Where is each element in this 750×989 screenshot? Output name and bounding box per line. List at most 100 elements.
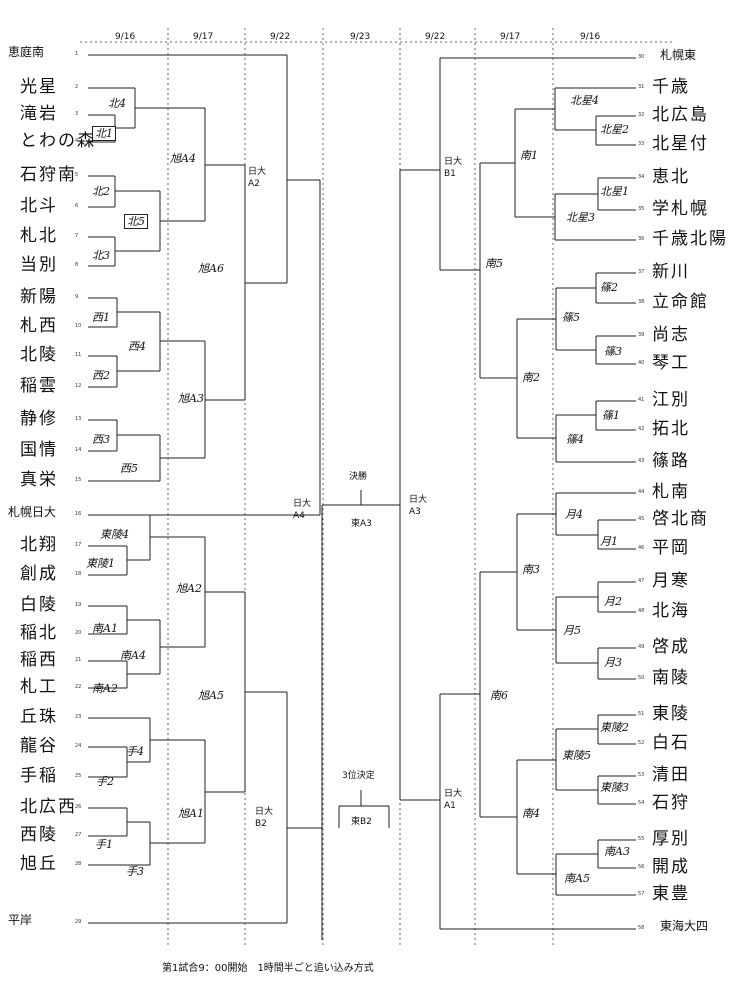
left-r1-venue-11: 東陵4 [100,528,129,541]
left-r1-venue-12: 東陵1 [86,557,115,570]
team-name-25: 手稲 [20,766,58,786]
seed-number-41: 41 [638,397,645,403]
third-place-venue: 東B2 [351,817,372,827]
right-r1-venue-4: 北星3 [566,211,595,224]
seed-number-6: 6 [75,203,79,209]
right-r1-venue-19: 南A5 [564,872,590,885]
seed-number-26: 26 [75,804,82,810]
team-name-26: 北広西 [20,797,77,817]
seed-number-46: 46 [638,545,645,551]
team-name-22: 札工 [20,677,58,697]
seed-number-13: 13 [75,416,82,422]
team-name-43: 篠路 [652,451,690,471]
team-name-56: 開成 [652,857,690,877]
team-name-23: 丘珠 [20,707,58,727]
team-name-5: 石狩南 [20,165,77,185]
team-name-12: 稲雲 [20,376,58,396]
seed-number-28: 28 [75,861,82,867]
seed-number-39: 39 [638,332,645,338]
team-name-7: 札北 [20,226,58,246]
team-name-28: 旭丘 [20,854,58,874]
left-r2-venue-4: 旭A2 [176,582,202,595]
right-r1-venue-17: 東陵3 [600,781,629,794]
team-name-54: 石狩 [652,793,690,813]
seed-number-57: 57 [638,891,645,897]
team-name-1: 恵庭南 [8,45,45,59]
team-name-44: 札南 [652,482,690,502]
team-name-50: 南陵 [652,668,690,688]
seed-number-15: 15 [75,477,82,483]
seed-number-45: 45 [638,516,645,522]
left-r1-venue-19: 手3 [126,865,144,878]
team-name-38: 立命館 [652,292,709,312]
team-name-53: 清田 [652,765,690,785]
right-r1-venue-7: 篠3 [604,345,622,358]
team-name-49: 啓成 [652,637,690,657]
right-r1-venue-13: 月5 [563,624,581,637]
right-r2-venue-4: 南3 [522,563,540,576]
team-name-4: とわの森 [20,131,96,151]
right-r1-venue-15: 東陵2 [600,721,629,734]
seed-number-9: 9 [75,294,79,300]
right-r1-venue-18: 南A3 [604,845,630,858]
right-r1-venue-12: 月2 [604,595,622,608]
team-name-57: 東豊 [652,884,690,904]
team-name-24: 龍谷 [20,736,58,756]
team-name-8: 当別 [20,255,58,275]
seed-number-19: 19 [75,602,82,608]
seed-number-43: 43 [638,458,645,464]
team-name-42: 拓北 [652,419,690,439]
seed-number-23: 23 [75,714,82,720]
right-r2-venue-2: 南5 [485,257,503,270]
right-r1-venue-16: 東陵5 [562,749,591,762]
left-r1-venue-10: 西5 [120,462,138,475]
right-r3-venue-3: 日大 [409,495,428,505]
date-right-r1: 9/16 [580,32,601,42]
team-name-30: 札幌東 [660,48,697,62]
team-name-29: 平岸 [8,913,33,927]
team-name-46: 平岡 [652,538,690,558]
right-r1-venue-2: 北星2 [600,123,629,136]
third-place-label: 3位決定 [342,771,375,781]
seed-number-14: 14 [75,447,82,453]
left-r1-venue-18: 手1 [95,838,113,851]
right-r3-venue-1: 日大 [444,157,463,167]
left-r1-venue-7: 西4 [128,340,146,353]
left-r1-venue-13: 南A1 [92,622,118,635]
left-r1-venue-17: 手2 [96,775,114,788]
team-name-40: 琴工 [652,353,690,373]
seed-number-56: 56 [638,864,645,870]
date-right-r3: 9/22 [425,32,446,42]
left-r1-venue-5: 北3 [92,249,110,262]
left-r2-venue-2: 旭A6 [198,262,224,275]
team-name-10: 札西 [20,316,58,336]
seed-number-47: 47 [638,578,645,584]
seed-number-12: 12 [75,383,82,389]
seed-number-48: 48 [638,608,645,614]
right-r1-venue-10: 月4 [565,508,583,521]
seed-number-54: 54 [638,800,645,806]
left-r3-venue-3: 日大 [293,499,312,509]
left-r1-venue-6: 西1 [92,311,110,324]
seed-number-8: 8 [75,262,79,268]
seed-number-24: 24 [75,743,82,749]
left-r1-venue-2: 北1 [92,126,116,141]
seed-number-35: 35 [638,206,645,212]
seed-number-25: 25 [75,773,82,779]
seed-number-11: 11 [75,352,82,358]
seed-number-7: 7 [75,233,79,239]
footer-note: 第1試合9：00開始 1時間半ごと追い込み方式 [162,963,374,974]
seed-number-34: 34 [638,174,645,180]
seed-number-10: 10 [75,323,82,329]
team-name-3: 滝岩 [20,104,58,124]
right-r3-venue-6: A1 [444,801,456,811]
date-center: 9/23 [350,32,371,42]
seed-number-20: 20 [75,630,82,636]
left-r3-venue-5: 日大 [255,807,274,817]
team-name-27: 西陵 [20,825,58,845]
seed-number-4: 4 [75,138,79,144]
team-name-58: 東海大四 [660,919,709,933]
seed-number-38: 38 [638,299,645,305]
seed-number-22: 22 [75,684,82,690]
